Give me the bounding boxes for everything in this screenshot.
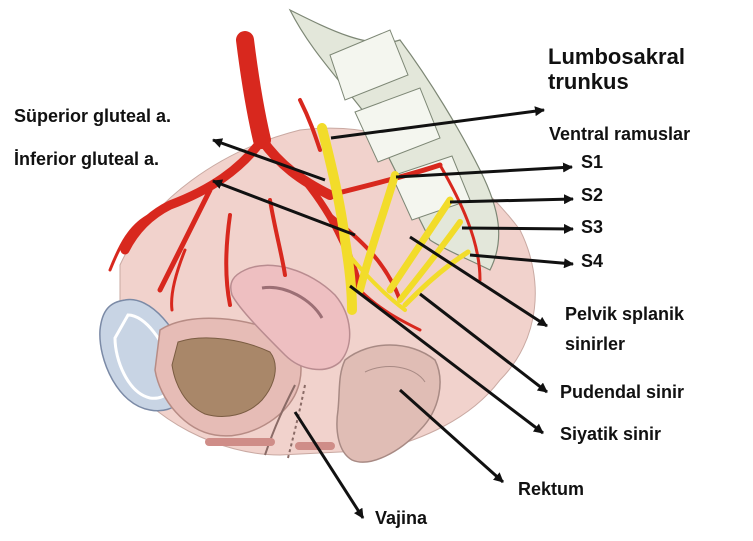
label-s2: S2: [581, 185, 603, 206]
label-pelvik-line2: sinirler: [565, 334, 684, 355]
label-inferior-gluteal: İnferior gluteal a.: [14, 149, 159, 170]
label-siyatik-sinir: Siyatik sinir: [560, 424, 661, 445]
label-lumbosakral-trunkus: Lumbosakral trunkus: [548, 44, 685, 95]
label-vajina: Vajina: [375, 508, 427, 529]
label-ventral-ramuslar: Ventral ramuslar: [549, 124, 690, 145]
label-pelvik-splanik: Pelvik splanik sinirler: [565, 304, 684, 354]
arrow-s3: [462, 228, 573, 229]
label-rektum: Rektum: [518, 479, 584, 500]
label-pudendal-sinir: Pudendal sinir: [560, 382, 684, 403]
label-s4: S4: [581, 251, 603, 272]
label-s1: S1: [581, 152, 603, 173]
label-superior-gluteal: Süperior gluteal a.: [14, 106, 171, 127]
label-lumbosakral-line2: trunkus: [548, 69, 685, 94]
label-pelvik-line1: Pelvik splanik: [565, 304, 684, 325]
rectum: [337, 345, 440, 462]
label-lumbosakral-line1: Lumbosakral: [548, 44, 685, 69]
label-s3: S3: [581, 217, 603, 238]
